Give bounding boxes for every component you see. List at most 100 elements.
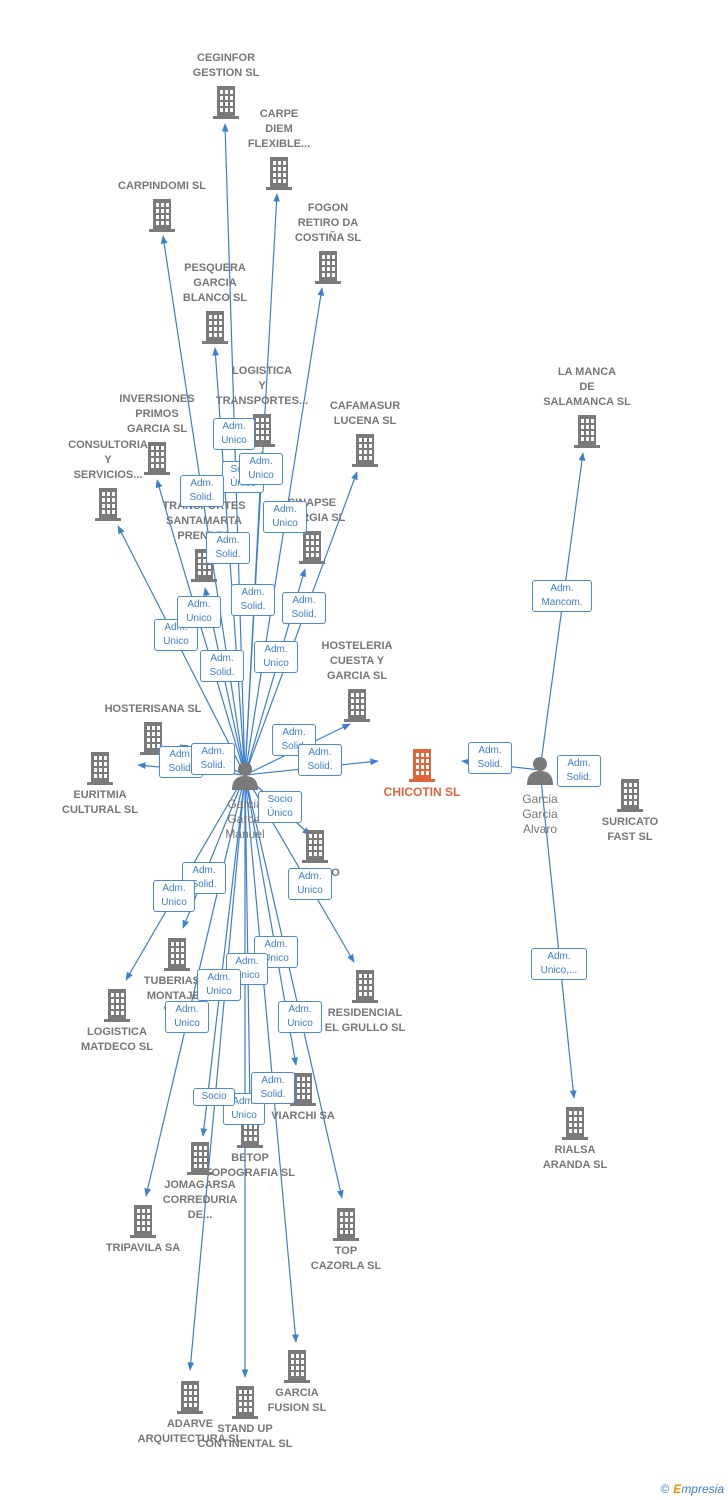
- company-node-fusion[interactable]: GARCIA FUSION SL: [268, 1349, 326, 1414]
- copyright-symbol: ©: [660, 1482, 670, 1496]
- person-label[interactable]: Garcia Garcia Alvaro: [522, 792, 558, 836]
- relation-label[interactable]: Adm. Unico: [197, 969, 241, 1001]
- company-node-ceginfor[interactable]: CEGINFOR GESTION SL: [193, 52, 259, 119]
- company-node-rialsa[interactable]: RIALSA ARANDA SL: [543, 1106, 607, 1171]
- building-icon: [333, 1208, 359, 1241]
- company-node-standup[interactable]: STAND UP CONTINENTAL SL: [198, 1385, 292, 1450]
- building-icon: [284, 1350, 310, 1383]
- company-node-hosteleria[interactable]: HOSTELERIA CUESTA Y GARCIA SL: [322, 640, 392, 722]
- company-node-impacto[interactable]: IMPACTO SL: [290, 829, 340, 894]
- company-node-carpe[interactable]: CARPE DIEM FLEXIBLE...: [248, 108, 310, 190]
- company-node-carpindomi[interactable]: CARPINDOMI SL: [118, 180, 206, 232]
- building-icon: [352, 970, 378, 1003]
- relation-label[interactable]: Adm. Solid.: [231, 584, 275, 616]
- relation-label[interactable]: Adm. Unico: [153, 880, 195, 912]
- company-node-adarve[interactable]: ADARVE ARQUITECTURA SL: [138, 1380, 242, 1445]
- relation-label[interactable]: Adm. Solid.: [206, 532, 250, 564]
- company-label[interactable]: LOGISTICA Y TRANSPORTES...: [215, 365, 309, 407]
- company-label[interactable]: JOMAGARSA CORREDURIA DE...: [162, 1179, 238, 1221]
- company-label[interactable]: HOSTELERIA CUESTA Y GARCIA SL: [321, 640, 393, 682]
- company-node-suricato[interactable]: SURICATO FAST SL: [602, 778, 658, 843]
- building-icon: [130, 1205, 156, 1238]
- company-node-euritmia[interactable]: EURITMIA CULTURAL SL: [62, 751, 138, 816]
- company-label[interactable]: CAFAMASUR LUCENA SL: [329, 400, 401, 427]
- company-node-chicotin[interactable]: CHICOTIN SL: [384, 748, 460, 799]
- building-icon: [164, 938, 190, 971]
- company-node-jomagarsa[interactable]: JOMAGARSA CORREDURIA DE...: [163, 1141, 237, 1221]
- company-node-cafamasur[interactable]: CAFAMASUR LUCENA SL: [330, 400, 400, 467]
- relation-label[interactable]: Adm. Solid.: [180, 475, 224, 507]
- company-label[interactable]: RESIDENCIAL EL GRULLO SL: [324, 1007, 406, 1034]
- person-node-manuel[interactable]: Garcia Garcia Manuel: [225, 760, 265, 841]
- company-node-tripavila[interactable]: TRIPAVILA SA: [106, 1204, 180, 1254]
- company-label[interactable]: CEGINFOR GESTION SL: [192, 52, 260, 79]
- company-node-consultoria[interactable]: CONSULTORIA Y SERVICIOS...: [68, 439, 148, 521]
- company-label[interactable]: INVERSIONES PRIMOS GARCIA SL: [119, 393, 195, 435]
- company-label[interactable]: LOGISTICA MATDECO SL: [81, 1026, 153, 1053]
- building-icon: [266, 157, 292, 190]
- company-node-logistica_m[interactable]: LOGISTICA MATDECO SL: [81, 988, 153, 1053]
- relation-label[interactable]: Adm. Unico: [177, 596, 221, 628]
- company-label[interactable]: CHICOTIN SL: [383, 785, 461, 799]
- edge-manuel-adarve: [187, 774, 246, 1371]
- building-icon: [299, 531, 325, 564]
- relation-label[interactable]: Adm. Unico: [165, 1001, 209, 1033]
- company-node-hosterisana[interactable]: HOSTERISANA SL: [105, 703, 201, 755]
- building-icon: [232, 1386, 258, 1419]
- edge-manuel-jomagarsa: [200, 774, 246, 1137]
- company-node-sinapse[interactable]: SINAPSE ENERGIA SL: [279, 497, 345, 564]
- company-node-viarchi[interactable]: VIARCHI SA: [271, 1072, 335, 1122]
- relation-label[interactable]: Adm. Unico: [263, 501, 307, 533]
- building-icon: [290, 1073, 316, 1106]
- company-label[interactable]: FOGON RETIRO DA COSTIÑA SL: [294, 202, 362, 244]
- company-node-residencial[interactable]: RESIDENCIAL EL GRULLO SL: [325, 969, 405, 1034]
- company-label[interactable]: TOP CAZORLA SL: [310, 1245, 382, 1272]
- building-icon: [409, 749, 435, 782]
- company-label[interactable]: ADARVE ARQUITECTURA SL: [137, 1418, 243, 1445]
- company-label[interactable]: PESQUERA GARCIA BLANCO SL: [182, 262, 248, 304]
- building-icon: [315, 251, 341, 284]
- company-node-pesquera[interactable]: PESQUERA GARCIA BLANCO SL: [183, 262, 247, 344]
- edge-manuel-top: [244, 774, 344, 1199]
- relation-label[interactable]: Adm. Solid.: [557, 755, 601, 787]
- relation-label[interactable]: Adm. Mancom.: [532, 580, 592, 612]
- company-node-lamanca[interactable]: LA MANCA DE SALAMANCA SL: [543, 366, 631, 448]
- building-icon: [140, 722, 166, 755]
- company-label[interactable]: LA MANCA DE SALAMANCA SL: [543, 366, 631, 408]
- relation-label[interactable]: Adm. Unico: [254, 641, 298, 673]
- relation-label[interactable]: Adm. Solid.: [251, 1072, 295, 1104]
- relation-label[interactable]: Adm. Unico: [239, 453, 283, 485]
- person-node-alvaro[interactable]: Garcia Garcia Alvaro: [522, 755, 558, 836]
- company-node-fogon[interactable]: FOGON RETIRO DA COSTIÑA SL: [295, 202, 361, 284]
- company-label[interactable]: BETOP TOPOGRAFIA SL: [205, 1152, 295, 1179]
- relation-label[interactable]: Socio: [193, 1088, 235, 1106]
- company-label[interactable]: CARPE DIEM FLEXIBLE...: [247, 108, 311, 150]
- relation-label[interactable]: Adm. Solid.: [282, 592, 326, 624]
- company-node-tuberias[interactable]: TUBERIAS Y MONTAJES VIRO: [144, 937, 210, 1017]
- company-node-inversiones[interactable]: INVERSIONES PRIMOS GARCIA SL: [119, 393, 195, 475]
- relation-label[interactable]: Adm. Solid.: [200, 650, 244, 682]
- relation-label[interactable]: Adm. Unico: [213, 418, 255, 450]
- company-label[interactable]: CARPINDOMI SL: [118, 180, 206, 192]
- relation-label[interactable]: Adm. Unico,...: [531, 948, 587, 980]
- person-label[interactable]: Garcia Garcia Manuel: [225, 797, 265, 841]
- company-label[interactable]: GARCIA FUSION SL: [267, 1387, 327, 1414]
- relation-label[interactable]: Adm. Solid.: [298, 744, 342, 776]
- company-label[interactable]: STAND UP CONTINENTAL SL: [197, 1423, 293, 1450]
- relation-label[interactable]: Adm. Unico: [288, 868, 332, 900]
- relation-label[interactable]: Adm. Unico: [278, 1001, 322, 1033]
- company-label[interactable]: SURICATO FAST SL: [601, 816, 659, 843]
- relation-label[interactable]: Adm. Solid.: [468, 742, 512, 774]
- building-icon: [177, 1381, 203, 1414]
- relation-label[interactable]: Adm. Solid.: [191, 743, 235, 775]
- company-node-logistica_t[interactable]: LOGISTICA Y TRANSPORTES...: [216, 365, 308, 447]
- empresia-footer[interactable]: ©Empresia: [660, 1482, 724, 1496]
- company-label[interactable]: RIALSA ARANDA SL: [542, 1144, 608, 1171]
- company-label[interactable]: HOSTERISANA SL: [104, 703, 202, 715]
- relation-label[interactable]: Socio Único: [258, 791, 302, 823]
- company-node-top[interactable]: TOP CAZORLA SL: [311, 1207, 381, 1272]
- company-label[interactable]: TRIPAVILA SA: [105, 1242, 181, 1254]
- company-label[interactable]: VIARCHI SA: [271, 1110, 335, 1122]
- company-label[interactable]: EURITMIA CULTURAL SL: [62, 789, 138, 816]
- company-label[interactable]: CONSULTORIA Y SERVICIOS...: [68, 439, 148, 481]
